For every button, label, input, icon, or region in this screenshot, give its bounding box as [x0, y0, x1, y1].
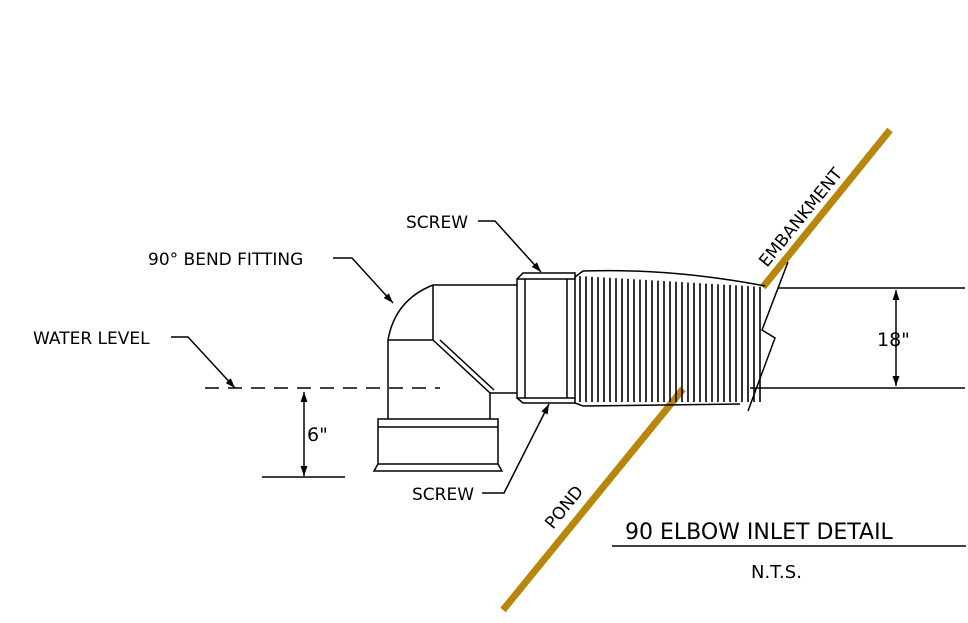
- embankment-ground-line: [760, 127, 893, 290]
- scale-note: N.T.S.: [751, 562, 802, 583]
- screw-bottom-label: SCREW: [412, 485, 474, 505]
- corrugated-pipe: [574, 269, 766, 407]
- pipe-coupling: [516, 272, 576, 404]
- screw-bottom-leader: [482, 403, 550, 494]
- pond-ground-line: [500, 386, 686, 613]
- bend-fitting-leader: [333, 257, 394, 304]
- submergence-dimension: [262, 392, 345, 478]
- water-level-leader: [171, 336, 236, 389]
- embankment-label: EMBANKMENT: [755, 164, 847, 271]
- pipe-break-line: [747, 261, 965, 412]
- pond-label: POND: [541, 482, 588, 533]
- water-level-label: WATER LEVEL: [33, 329, 150, 349]
- screw-top-label: SCREW: [406, 213, 468, 233]
- pipe-corrugations: [579, 276, 761, 402]
- bend-fitting-label: 90° BEND FITTING: [148, 250, 303, 270]
- pipe-diameter-label: 18": [877, 329, 910, 351]
- detail-title: 90 ELBOW INLET DETAIL: [625, 520, 894, 545]
- bend-fitting: [372, 284, 517, 472]
- submergence-dimension-label: 6": [307, 424, 328, 446]
- screw-top-leader: [478, 220, 542, 273]
